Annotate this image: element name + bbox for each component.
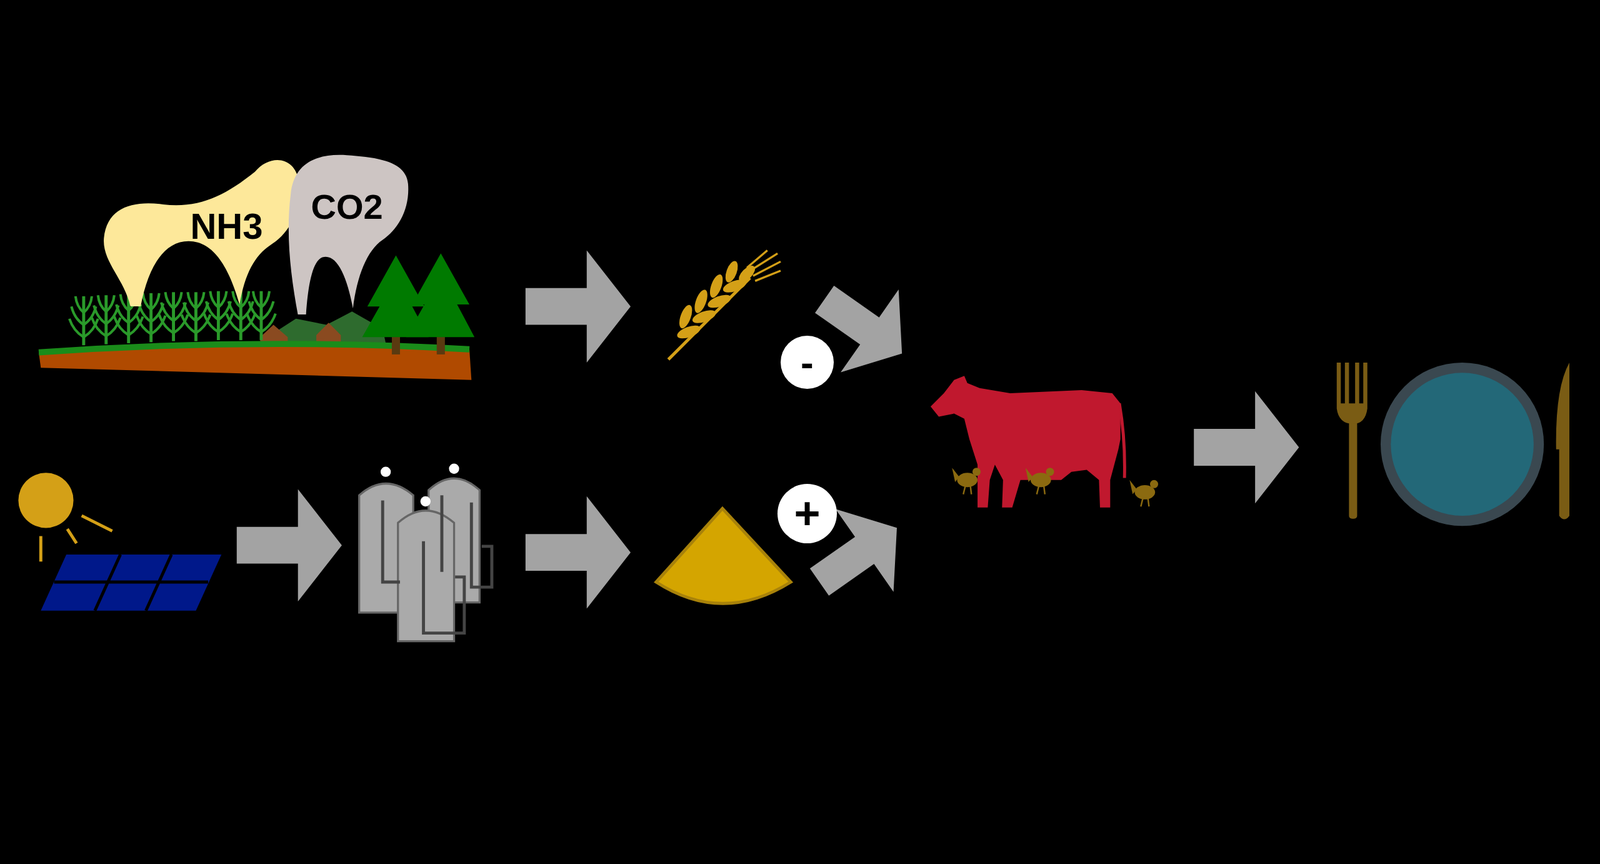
- solar-panel: [40, 554, 222, 611]
- corn-field: [246, 291, 276, 340]
- cow: [930, 375, 1125, 508]
- wheat-icon: [676, 303, 695, 330]
- tanks: [380, 466, 391, 477]
- sign-circle: -: [780, 335, 834, 389]
- sun: [18, 472, 74, 528]
- landscape: [38, 343, 472, 380]
- emission-cloud: NH3: [101, 151, 301, 307]
- sign-label: -: [800, 343, 814, 382]
- wheat-icon: [690, 307, 717, 326]
- fork: [1348, 418, 1357, 519]
- corn-field: [69, 291, 276, 346]
- gas-label: CO2: [311, 189, 384, 225]
- sign-circle: +: [777, 483, 837, 544]
- solar-panel: [40, 554, 222, 611]
- wheat-icon: [736, 263, 759, 285]
- chickens: [1025, 467, 1055, 494]
- sun: [18, 472, 112, 562]
- wheat-icon: [668, 250, 781, 360]
- wheat-icon: [746, 250, 781, 281]
- arrow: [1193, 391, 1299, 504]
- wheat-icon: [707, 272, 726, 299]
- arrow: [790, 486, 927, 624]
- cloud-shape: [288, 155, 409, 315]
- wheat-icon: [706, 292, 733, 311]
- cloud-shape: [103, 160, 300, 307]
- cow: [1119, 403, 1125, 478]
- wheat-icon: [723, 259, 741, 284]
- trees: [362, 253, 475, 355]
- tanks: [359, 463, 492, 642]
- cow: [930, 375, 1121, 508]
- fork: [1336, 362, 1368, 519]
- arrow: [525, 250, 631, 363]
- chickens: [951, 467, 981, 494]
- knife: [1556, 362, 1570, 520]
- plate: [1380, 362, 1544, 526]
- feed-pile: [656, 508, 792, 604]
- sign-label: +: [793, 490, 820, 536]
- tanks: [382, 495, 492, 633]
- solar-panel: [54, 554, 209, 611]
- wheat-icon: [675, 323, 702, 342]
- wheat-icon: [691, 288, 710, 315]
- cloud-shape: [285, 153, 410, 317]
- plate: [1380, 362, 1544, 526]
- landscape: [38, 343, 470, 353]
- arrow: [525, 496, 631, 609]
- chickens: [951, 467, 1159, 507]
- landscape: [316, 322, 341, 344]
- landscape: [38, 253, 475, 380]
- tanks: [448, 463, 459, 474]
- plate: [1390, 372, 1534, 516]
- corn-field: [226, 291, 255, 340]
- gas-label: NH3: [190, 208, 263, 245]
- trees: [406, 253, 475, 337]
- arrow: [790, 486, 927, 624]
- emission-cloud: CO2: [285, 153, 410, 317]
- fork: [1336, 362, 1368, 424]
- arrow: [236, 488, 342, 602]
- tanks: [398, 510, 455, 642]
- tanks: [420, 496, 431, 507]
- chickens: [1129, 480, 1159, 507]
